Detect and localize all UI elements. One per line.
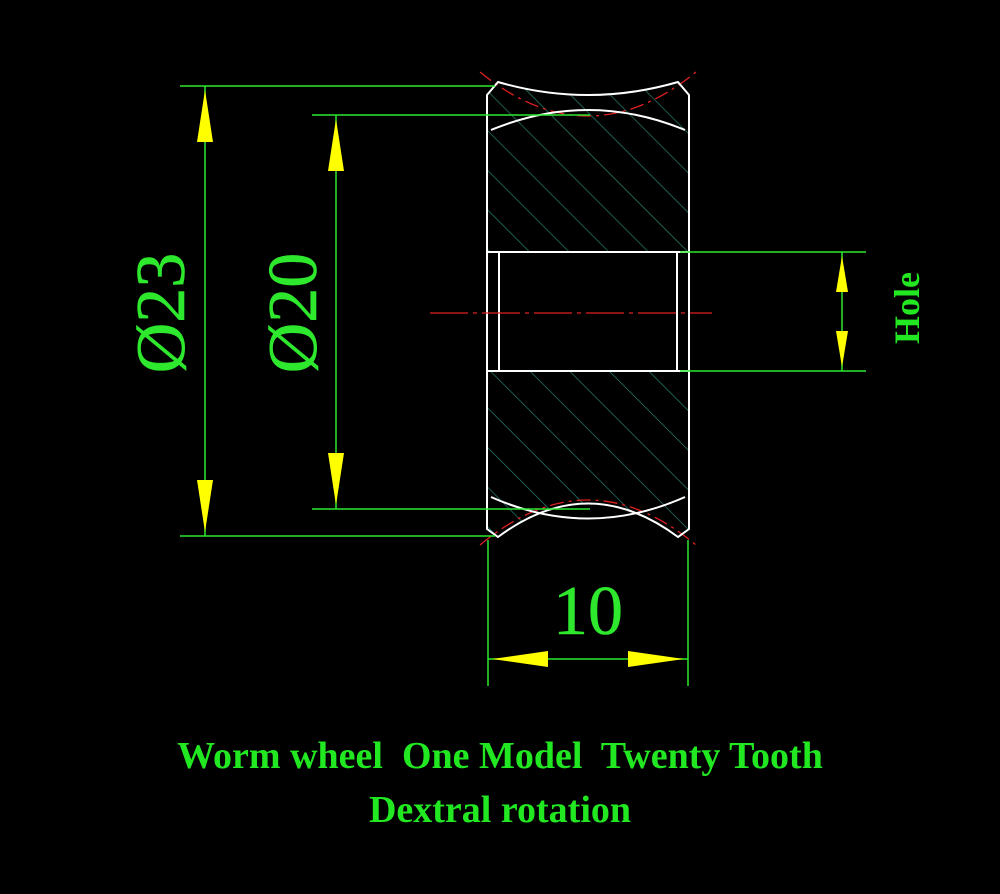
caption-line-1: Worm wheel One Model Twenty Tooth [177, 735, 823, 777]
caption-line-2: Dextral rotation [368, 789, 632, 831]
arrow-hole-bottom [836, 331, 848, 367]
arrow-hole-top [836, 256, 848, 292]
arrow-width-left [492, 651, 548, 667]
arrow-outer-top [197, 90, 213, 142]
outer-diameter-label: Ø23 [123, 253, 200, 374]
arrow-pitch-bottom [328, 453, 344, 505]
pitch-diameter-label: Ø20 [255, 253, 332, 374]
hole-label: Hole [887, 272, 927, 344]
dimension-arrows [197, 90, 848, 667]
pitch-circle-arcs [479, 71, 697, 546]
width-label: 10 [553, 573, 623, 650]
section-hatching [487, 82, 689, 537]
dimension-lines [180, 85, 866, 686]
arrow-width-right [628, 651, 684, 667]
arrow-outer-bottom [197, 480, 213, 532]
arrow-pitch-top [328, 119, 344, 171]
